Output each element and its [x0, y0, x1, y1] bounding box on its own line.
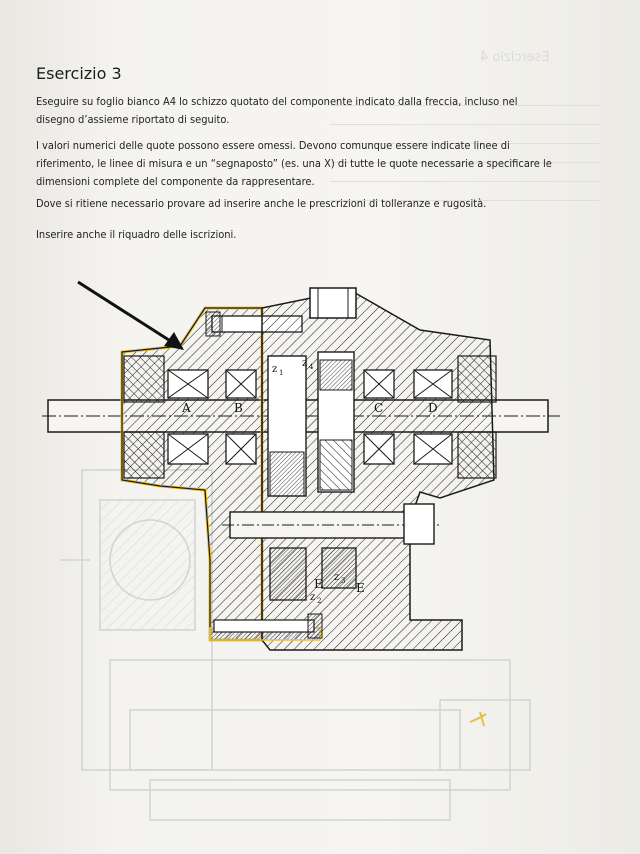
instruction-paragraph-3: Dove si ritiene necessario provare ad in…: [36, 197, 487, 210]
bearing-d: [413, 369, 453, 465]
label-z2: z: [310, 592, 315, 603]
label-z4-subscript: 4: [309, 363, 314, 371]
label-a: A: [181, 401, 191, 415]
label-c: C: [374, 401, 383, 415]
gear-z1: [267, 355, 307, 497]
label-z4: z: [302, 358, 307, 369]
yellow-pen-mark: [469, 711, 487, 727]
bearing-a: [167, 369, 209, 465]
bearing-b: [225, 369, 257, 465]
exercise-title: Esercizio 3: [36, 64, 122, 83]
label-z3: z: [334, 572, 339, 583]
lower-bolt: [213, 613, 323, 639]
label-z1-subscript: 1: [279, 369, 283, 377]
gear-z2: [269, 547, 307, 601]
instruction-paragraph-2: I valori numerici delle quote possono es…: [36, 139, 552, 188]
gear-z4: [317, 351, 355, 493]
label-e-right: E: [356, 581, 365, 595]
countershaft: [222, 503, 440, 545]
label-z2-subscript: 2: [317, 597, 321, 605]
label-e-left: E: [314, 577, 323, 591]
instruction-paragraph-4: Inserire anche il riquadro delle iscrizi…: [36, 228, 237, 241]
label-z1: z: [272, 364, 277, 375]
gear-z3: [321, 547, 357, 589]
left-end-cap: [123, 355, 165, 479]
bearing-c: [363, 369, 395, 465]
bleed-through-drawing: [60, 469, 531, 821]
pointer-arrow: [77, 280, 184, 350]
gearbox-assembly-drawing: A B C D E E z 1 z 4 z 2 z 3: [42, 280, 560, 821]
bleed-through-title: Esercizio 4: [480, 50, 550, 65]
bleed-through-lines: [330, 96, 600, 226]
label-z3-subscript: 3: [341, 577, 345, 585]
label-d: D: [428, 401, 438, 415]
instruction-paragraph-1: Eseguire su foglio bianco A4 lo schizzo …: [36, 95, 518, 126]
label-b: B: [234, 401, 243, 415]
